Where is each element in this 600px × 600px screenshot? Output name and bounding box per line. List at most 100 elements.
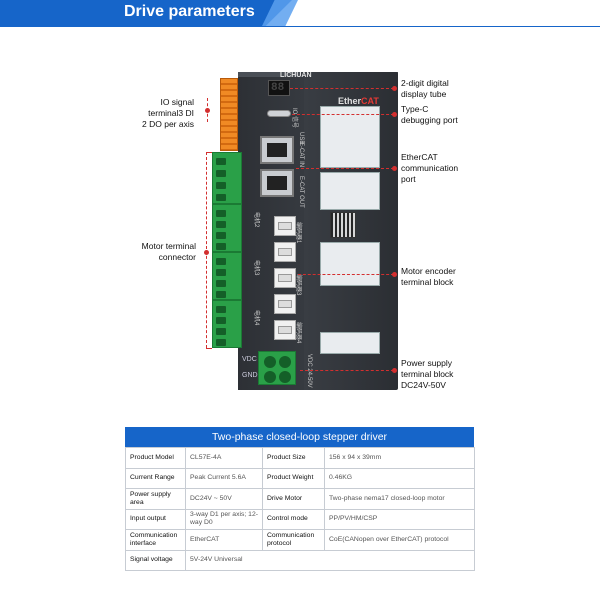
callout-line: Power supply [401,358,453,368]
spec-table: Two-phase closed-loop stepper driver Pro… [125,427,475,571]
digital-display: 88 [268,80,290,96]
spec-key: Product Weight [262,467,325,489]
callout-power-dot [392,368,397,373]
power-terminal-block [258,351,296,385]
table-row: Current Range Peak Current 5.6A Product … [125,467,475,489]
spec-key: Signal voltage [125,549,186,571]
callout-line: port [401,174,416,184]
ethercat-in-port [260,136,294,164]
terminal-screw [264,371,276,383]
callout-io-signal: IO signal terminal3 DI 2 DO per axis [118,97,194,130]
spec-value: 0.46KG [324,467,475,489]
io-port-label: IO 信号 [291,108,297,129]
callout-motor-terminal: Motor terminal connector [118,241,196,263]
terminal-pin [216,170,226,177]
callout-line: Type-C [401,104,429,114]
display-digits: 88 [271,82,285,94]
motor-terminal-2 [212,204,242,252]
qr-code [330,212,356,238]
terminal-pin [216,243,226,250]
spec-value: 3-way D1 per axis; 12-way D0 [185,508,263,530]
ethercat-logo-prefix: Ether [338,96,362,106]
encoder-port-3 [274,268,296,288]
ethercat-logo: EtherCAT [338,96,379,106]
table-row: Communication interface EtherCAT Communi… [125,529,475,551]
gnd-label: GND [242,372,258,379]
ecat-in-label: E-CAT IN [298,142,304,168]
callout-display-line [290,88,394,89]
spec-key: Product Model [125,447,186,469]
callout-line: terminal3 DI [148,108,194,118]
callout-line: Motor encoder [401,266,456,276]
callout-line: debugging port [401,115,458,125]
encoder-port-5 [274,320,296,340]
encoder-port-1 [274,216,296,236]
spec-value: CL57E-4A [185,447,263,469]
table-row: Input output 3-way D1 per axis; 12-way D… [125,508,475,530]
terminal-pin [216,339,226,346]
header-banner: Drive parameters [0,0,600,27]
callout-motor-tick [206,348,212,349]
terminal-pin [216,221,226,228]
callout-line: DC24V-50V [401,380,446,390]
callout-line: terminal block [401,369,454,379]
terminal-pin [216,182,226,189]
banner-rule [0,26,600,27]
callout-encoder-line [298,274,394,275]
terminal-pin [216,210,226,217]
callout-line: terminal block [401,277,454,287]
terminal-pin [216,306,226,313]
spec-value: EtherCAT [185,529,263,551]
callout-line: communication [401,163,459,173]
callout-motor-dot [204,250,209,255]
callout-motor-tick [206,152,212,153]
terminal-pin [216,232,226,239]
spec-value: CoE(CANopen over EtherCAT) protocol [324,529,475,551]
callout-ethercat-line [296,168,394,169]
callout-io-dot [205,108,210,113]
terminal-pin [216,291,226,298]
motor-terminal-3 [212,252,242,300]
enc1-label: 编码器1 [295,222,301,244]
terminal-pin [216,280,226,287]
rj45-opening [267,143,287,157]
terminal-screw [264,356,276,368]
page-title: Drive parameters [124,3,255,20]
table-row: Signal voltage 5V-24V Universal [125,549,475,571]
brand-logo: LICHUAN [280,72,312,79]
callout-line: display tube [401,89,447,99]
table-row: Product Model CL57E-4A Product Size 156 … [125,447,475,469]
terminal-pin [216,317,226,324]
encoder-port-2 [274,242,296,262]
spec-value: 156 x 94 x 39mm [324,447,475,469]
callout-display: 2-digit digital display tube [401,78,449,100]
callout-typec-line [292,114,394,115]
driver-device-image: LICHUAN EtherCAT 88 IO 信号 USB E-CAT IN E… [212,72,398,392]
rj45-opening [267,176,287,190]
side-label-panel [320,242,380,286]
callout-power: Power supply terminal block DC24V-50V [401,358,453,391]
spec-key: Input output [125,508,186,530]
callout-display-dot [392,86,397,91]
port-slot [278,300,292,308]
callout-line: 2 DO per axis [142,119,194,129]
typec-port [267,110,291,117]
callout-ethercat: EtherCAT communication port [401,152,458,185]
port-slot [278,274,292,282]
port-slot [278,222,292,230]
spec-key: Communication interface [125,529,186,551]
motor-terminal-1 [212,152,242,204]
ecat-out-label: E-CAT OUT [298,176,304,208]
spec-key: Product Size [262,447,325,469]
terminal-pin [216,328,226,335]
side-label-panel [320,106,380,168]
spec-value: Two-phase nema17 closed-loop motor [324,488,475,510]
spec-value: DC24V ~ 50V [185,488,263,510]
port-slot [278,248,292,256]
callout-line: connector [158,252,196,262]
motor-terminal-4 [212,300,242,348]
spec-key: Current Range [125,467,186,489]
callout-line: Motor terminal [141,241,196,251]
terminal-screw [279,356,291,368]
ethercat-logo-suffix: CAT [361,96,379,106]
